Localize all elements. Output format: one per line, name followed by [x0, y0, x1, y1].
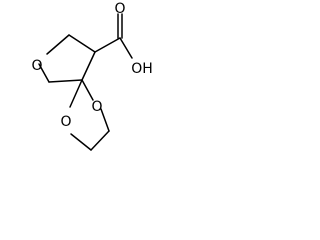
chemical-structure-diagram: O O OH O O [31, 1, 153, 151]
bond-ketal-o-upper-to-c4 [100, 108, 110, 132]
bond-c3-to-ring-o [38, 63, 50, 83]
bond-carboxyl-c-to-oh [119, 37, 133, 59]
bond-c2-to-carboxyl-c [94, 37, 121, 53]
bond-spiro-to-ketal-o-lower [69, 79, 83, 108]
bond-c4-to-c5 [90, 130, 110, 151]
carbonyl-oxygen-label: O [114, 1, 125, 17]
ketal-oxygen-lower-label: O [60, 114, 71, 130]
hydroxyl-label: OH [131, 61, 153, 77]
ring-oxygen-label: O [31, 58, 42, 74]
bond-spiro-to-ketal-o-upper [81, 79, 94, 101]
bond-c2-to-spiro [81, 51, 96, 81]
bond-spiro-to-c3 [48, 79, 83, 83]
ketal-oxygen-upper-label: O [91, 99, 102, 115]
bond-c1-to-c2 [68, 34, 96, 53]
bond-c5-to-ketal-o-lower [70, 133, 92, 151]
bond-ring-o-to-c1 [46, 34, 70, 55]
